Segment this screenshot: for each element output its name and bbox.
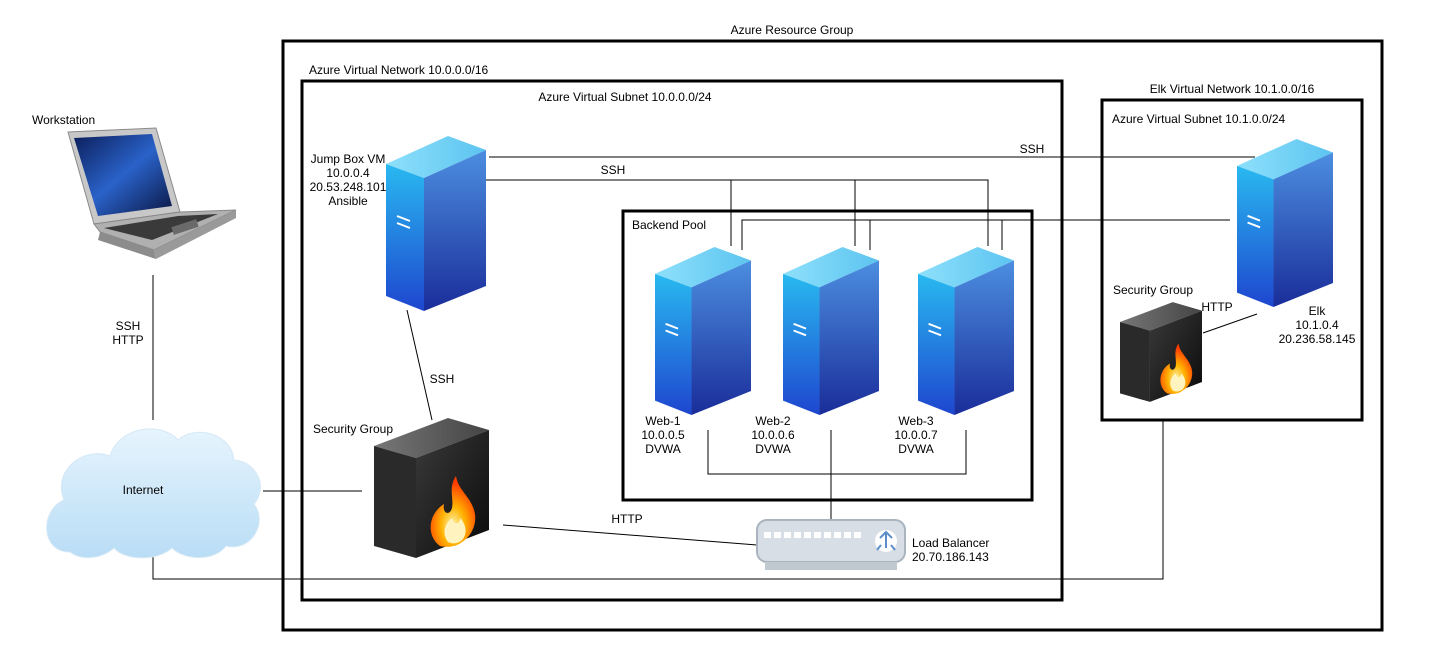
connections — [152, 156, 1258, 580]
web3-app: DVWA — [898, 442, 934, 456]
edge-elksg-elk — [1202, 313, 1258, 334]
web1-name: Web-1 — [645, 414, 680, 428]
web2-labels: Web-2 10.0.0.6 DVWA — [751, 414, 795, 456]
jumpbox-ip-public: 20.53.248.101 — [310, 180, 387, 194]
web1-ip: 10.0.0.5 — [641, 428, 685, 442]
laptop-icon — [67, 127, 237, 259]
jumpbox-name: Jump Box VM — [311, 152, 386, 166]
edge-jumpbox-web — [484, 179, 989, 246]
elk-ip-public: 20.236.58.145 — [1279, 332, 1356, 346]
internet-label: Internet — [123, 483, 164, 497]
edge-elk-web — [741, 219, 1230, 250]
web2-ip: 10.0.0.6 — [751, 428, 795, 442]
web2-app: DVWA — [755, 442, 791, 456]
web2-name: Web-2 — [755, 414, 790, 428]
backend-pool-label: Backend Pool — [632, 218, 706, 232]
edge-sg-jumpbox — [406, 309, 433, 421]
jumpbox-labels: Jump Box VM 10.0.0.4 20.53.248.101 Ansib… — [310, 152, 387, 208]
web3-labels: Web-3 10.0.0.7 DVWA — [894, 414, 938, 456]
load-balancer-icon — [756, 519, 906, 570]
vnet-box — [300, 79, 1064, 602]
server-icon — [385, 135, 487, 312]
web3-ip: 10.0.0.7 — [894, 428, 938, 442]
elk-vnet-box — [1100, 98, 1364, 422]
load-balancer-labels: Load Balancer 20.70.186.143 — [912, 536, 989, 564]
vnet-label: Azure Virtual Network 10.0.0.0/16 — [309, 63, 489, 77]
elk-vnet-label: Elk Virtual Network 10.1.0.0/16 — [1150, 82, 1315, 96]
edge-internet-elksg — [152, 420, 1164, 580]
resource-group-box — [281, 39, 1384, 632]
web1-labels: Web-1 10.0.0.5 DVWA — [641, 414, 685, 456]
security-group-main-label: Security Group — [313, 422, 393, 436]
edge-web-bus — [707, 430, 967, 475]
backend-pool-box — [621, 209, 1034, 502]
edge-sg-lb — [502, 524, 758, 546]
firewall-icon — [1120, 302, 1202, 402]
jumpbox-ip-private: 10.0.0.4 — [326, 166, 370, 180]
firewall-icon — [374, 418, 489, 558]
security-group-elk-label: Security Group — [1113, 283, 1193, 297]
edge-labels: SSH HTTP SSH SSH SSH HTTP HTTP — [112, 142, 1232, 526]
subnet-label: Azure Virtual Subnet 10.0.0.0/24 — [538, 90, 712, 104]
workstation-label: Workstation — [32, 113, 95, 127]
elk-labels: Elk 10.1.0.4 20.236.58.145 — [1279, 304, 1356, 346]
edge-label-ssh-web: SSH — [601, 163, 626, 177]
load-balancer-name: Load Balancer — [912, 536, 989, 550]
server-icon — [654, 246, 752, 416]
web1-app: DVWA — [645, 442, 681, 456]
server-icon — [782, 246, 880, 416]
edge-label-http-workstation: HTTP — [112, 333, 143, 347]
web3-name: Web-3 — [898, 414, 933, 428]
server-icon — [1236, 138, 1334, 308]
elk-name: Elk — [1309, 304, 1327, 318]
edge-label-ssh-workstation: SSH — [116, 319, 141, 333]
edge-label-http-lb: HTTP — [611, 512, 642, 526]
resource-group-label: Azure Resource Group — [731, 23, 854, 37]
containers — [281, 39, 1384, 632]
edge-label-http-elk: HTTP — [1201, 300, 1232, 314]
elk-ip-private: 10.1.0.4 — [1295, 318, 1339, 332]
jumpbox-role: Ansible — [328, 194, 368, 208]
cloud-icon — [46, 428, 261, 559]
edge-label-ssh-elk: SSH — [1020, 142, 1045, 156]
server-icon — [917, 246, 1015, 416]
load-balancer-ip: 20.70.186.143 — [912, 550, 989, 564]
edge-label-ssh-sg: SSH — [430, 372, 455, 386]
elk-subnet-label: Azure Virtual Subnet 10.1.0.0/24 — [1112, 112, 1286, 126]
